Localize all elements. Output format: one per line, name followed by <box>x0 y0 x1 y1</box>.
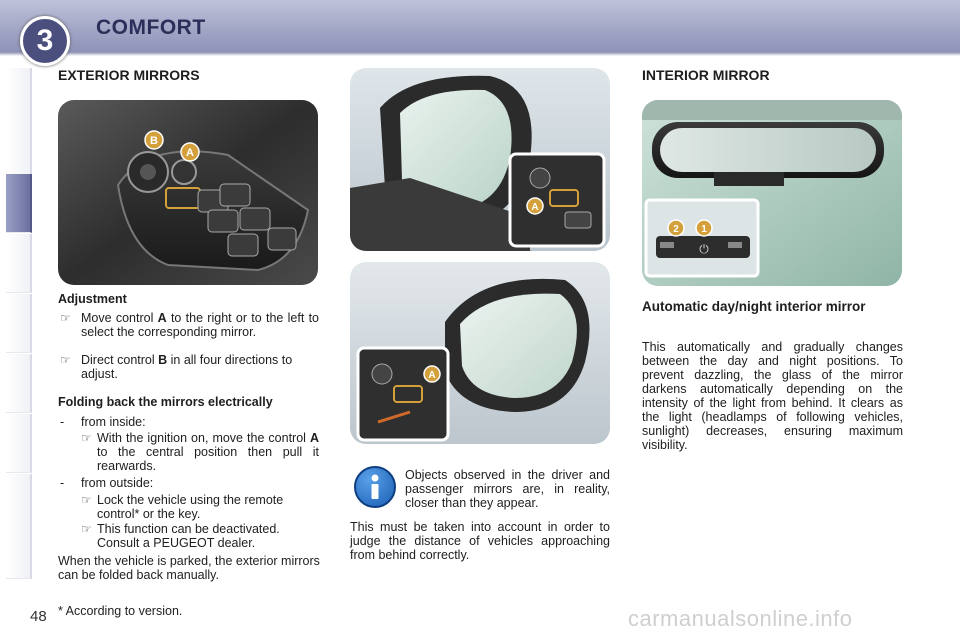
exterior-mirrors-title: EXTERIOR MIRRORS <box>58 67 200 83</box>
chapter-tabs <box>6 68 32 579</box>
hand-pointer-icon: ☞ <box>81 493 92 507</box>
label-1-marker <box>695 219 713 237</box>
inside-text-b: to the central position then pull it rea… <box>97 445 319 473</box>
chapter-tab-4[interactable] <box>6 234 32 293</box>
photo-label-b: B <box>150 135 158 147</box>
step-2-text-a: Direct control <box>81 353 159 367</box>
photo-label-a: A <box>186 147 194 159</box>
mirror-control-photo: B A <box>58 100 318 285</box>
hand-pointer-icon: ☞ <box>81 431 92 445</box>
info-note-rest: This must be taken into account in order… <box>350 520 610 562</box>
interior-mirror-photo: ⏻ 2 1 <box>642 100 902 286</box>
label-a-marker <box>526 197 544 215</box>
photo-label-a: A <box>428 370 435 381</box>
photo-label-1: 1 <box>701 224 707 235</box>
chapter-title: COMFORT <box>96 16 206 39</box>
chapter-tab-9[interactable] <box>6 520 32 579</box>
info-note-lead: Objects observed in the driver and passe… <box>405 468 610 510</box>
exterior-mirror-photo-2: A <box>350 262 610 444</box>
hand-pointer-icon: ☞ <box>81 522 92 536</box>
info-glyph <box>371 474 379 499</box>
chapter-tab-2[interactable] <box>6 124 32 183</box>
folding-heading: Folding back the mirrors electrically <box>58 395 273 409</box>
from-outside-label: from outside: <box>81 476 154 490</box>
control-b-ref: B <box>158 353 168 367</box>
adjustment-step-2: Direct control B in all four directions … <box>81 353 321 381</box>
control-a-ref: A <box>309 431 319 445</box>
watermark: carmanualsonline.info <box>628 606 853 631</box>
step-1-text-a: Move control <box>81 311 158 325</box>
footnote: * According to version. <box>58 604 183 618</box>
inside-instruction: With the ignition on, move the control A… <box>97 431 319 473</box>
chapter-tab-5[interactable] <box>6 294 32 353</box>
chapter-number-badge: 3 <box>20 16 70 66</box>
hand-pointer-icon: ☞ <box>60 311 71 325</box>
control-a-ref: A <box>157 311 167 325</box>
dash-marker: - <box>60 415 65 429</box>
dash-marker: - <box>60 476 65 490</box>
interior-mirror-title: INTERIOR MIRROR <box>642 67 770 83</box>
auto-mirror-description: This automatically and gradually changes… <box>642 340 903 452</box>
photo-label-a: A <box>531 202 538 213</box>
page-header <box>0 0 960 52</box>
parked-note: When the vehicle is parked, the exterior… <box>58 554 320 582</box>
adjustment-step-1: Move control A to the right or to the le… <box>81 311 319 339</box>
interior-mirror-illustration: ⏻ 2 1 <box>642 100 902 286</box>
label-2-marker <box>667 219 685 237</box>
power-glyph: ⏻ <box>699 242 709 256</box>
chapter-tab-3[interactable] <box>6 174 32 233</box>
chapter-tab-6[interactable] <box>6 354 32 413</box>
auto-mirror-heading: Automatic day/night interior mirror <box>642 299 866 314</box>
label-a-marker <box>180 142 200 162</box>
inside-text-a: With the ignition on, move the control <box>97 431 310 445</box>
exterior-mirror-illustration-1: A <box>350 68 610 251</box>
outside-instruction-2: This function can be deactivated. Consul… <box>97 522 280 550</box>
adjustment-heading: Adjustment <box>58 292 127 306</box>
page-number: 48 <box>30 608 47 625</box>
outside-instruction-1: Lock the vehicle using the remote contro… <box>97 493 284 521</box>
label-a-marker <box>423 365 441 383</box>
step-1-text-b: to the right or to the left to select th… <box>81 311 320 339</box>
from-inside-label: from inside: <box>81 415 146 429</box>
mirror-control-illustration: B A <box>58 100 318 285</box>
exterior-mirror-illustration-2: A <box>350 262 610 444</box>
info-icon <box>354 466 396 508</box>
label-b-marker <box>144 130 164 150</box>
exterior-mirror-photo-1: A <box>350 68 610 251</box>
photo-label-2: 2 <box>673 224 679 235</box>
chapter-tab-1[interactable] <box>6 68 32 127</box>
step-2-text-b: in all four directions to adjust. <box>81 353 293 381</box>
header-shadow <box>0 52 960 56</box>
hand-pointer-icon: ☞ <box>60 353 71 367</box>
chapter-tab-7[interactable] <box>6 414 32 473</box>
